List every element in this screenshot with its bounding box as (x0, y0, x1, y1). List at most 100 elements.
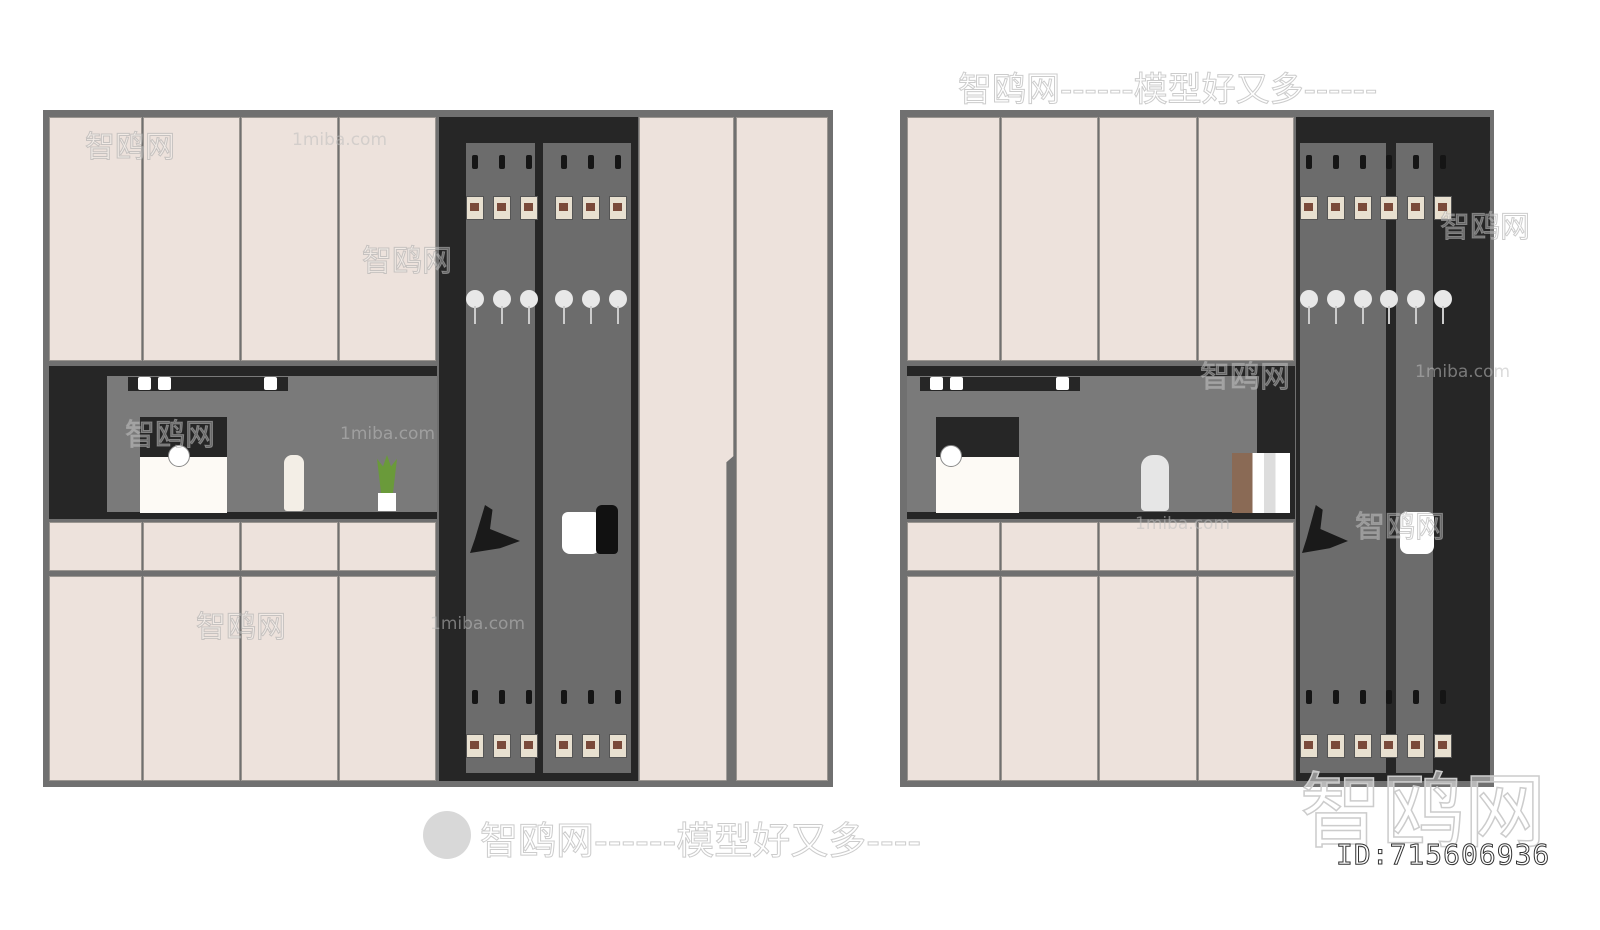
wine-glass-stem (590, 306, 592, 324)
watermark-site: 1miba.com (1415, 362, 1511, 382)
wine-bottle (1380, 734, 1398, 758)
watermark: 智鸥网 (196, 610, 287, 646)
wine-bottle (609, 734, 627, 758)
wine-glass (555, 290, 573, 308)
wine-bottle-cork (615, 690, 621, 704)
wine-glass-stem (1388, 306, 1390, 324)
wine-bottle-cork (561, 155, 567, 169)
wine-bottle-cork (526, 690, 532, 704)
wine-glass (1327, 290, 1345, 308)
wine-glass (1407, 290, 1425, 308)
upper-door (1198, 117, 1294, 361)
wine-bottle (1380, 196, 1398, 220)
wine-glass-stem (474, 306, 476, 324)
vase (596, 505, 618, 554)
potted-plant (374, 455, 400, 512)
wine-bottle (582, 734, 600, 758)
wine-bottle (466, 734, 484, 758)
wine-bottle (555, 196, 573, 220)
socket-icon (158, 377, 171, 390)
vase (562, 512, 600, 554)
wine-bottle (1300, 734, 1318, 758)
wine-bottle-cork (561, 690, 567, 704)
wine-glass-stem (1415, 306, 1417, 324)
wine-bottle-cork (615, 155, 621, 169)
watermark: 智鸥网 (85, 130, 176, 166)
tall-door (639, 117, 734, 781)
drawer (1198, 522, 1294, 571)
wine-bottle (466, 196, 484, 220)
watermark: 智鸥网 (362, 244, 453, 280)
wine-bottle (1354, 734, 1372, 758)
wine-glass (1300, 290, 1318, 308)
drawer (339, 522, 436, 571)
wine-glass-stem (1335, 306, 1337, 324)
wine-glass-stem (501, 306, 503, 324)
watermark-site: 1miba.com (292, 130, 388, 150)
watermark: 智鸥网 (1355, 510, 1446, 546)
wine-glass-stem (528, 306, 530, 324)
wine-bottle (520, 734, 538, 758)
wine-bottle (609, 196, 627, 220)
wine-glass (1380, 290, 1398, 308)
wine-glass (466, 290, 484, 308)
wine-bottle-cork (1440, 690, 1446, 704)
glass-pane (1300, 143, 1386, 773)
wine-glass (1434, 290, 1452, 308)
wine-glass (582, 290, 600, 308)
drawer (907, 522, 1000, 571)
lower-door (1198, 576, 1294, 781)
wine-bottle-cork (472, 690, 478, 704)
lower-door (907, 576, 1000, 781)
socket-icon (950, 377, 963, 390)
wine-bottle-cork (526, 155, 532, 169)
wine-bottle (1327, 734, 1345, 758)
wine-bottle (1354, 196, 1372, 220)
watermark: 智鸥网------模型好又多------ (957, 70, 1378, 111)
glass-pane (1396, 143, 1433, 773)
wine-bottle-cork (472, 155, 478, 169)
wine-glass (609, 290, 627, 308)
wine-bottle-cork (1440, 155, 1446, 169)
drawer (1099, 522, 1197, 571)
wine-bottle-cork (1360, 155, 1366, 169)
wine-bottle-cork (1333, 690, 1339, 704)
wine-bottle-cork (588, 690, 594, 704)
watermark-large: 智鸥网 (1299, 764, 1547, 861)
socket-icon (138, 377, 151, 390)
wine-bottle (1434, 196, 1452, 220)
wine-bottle (520, 196, 538, 220)
glass-pane (543, 143, 631, 773)
wine-bottle (1300, 196, 1318, 220)
lower-door (49, 576, 142, 781)
wine-glass-stem (563, 306, 565, 324)
wine-bottle (555, 734, 573, 758)
wine-bottle (493, 734, 511, 758)
wine-bottle-cork (1306, 155, 1312, 169)
glass-pane (466, 143, 535, 773)
wine-bottle-cork (499, 690, 505, 704)
wine-glass (1354, 290, 1372, 308)
astronaut-figurine (1141, 455, 1169, 511)
coffee-machine (936, 417, 1019, 513)
drawer (143, 522, 240, 571)
wine-glass-stem (617, 306, 619, 324)
books (1232, 453, 1290, 513)
wine-glass (520, 290, 538, 308)
watermark-site: 1miba.com (430, 614, 526, 634)
upper-door (143, 117, 240, 361)
upper-door (907, 117, 1000, 361)
wine-bottle (493, 196, 511, 220)
coffee-machine (140, 417, 227, 513)
wine-bottle-cork (1386, 155, 1392, 169)
logo-icon (423, 811, 471, 859)
lower-door (143, 576, 240, 781)
lower-door (1099, 576, 1197, 781)
watermark: 智鸥网 (1440, 210, 1531, 246)
wine-bottle (1434, 734, 1452, 758)
wine-bottle-cork (1360, 690, 1366, 704)
watermark-main: 智鸥网------模型好又多---- (479, 819, 922, 864)
watermark: 智鸥网 (1200, 360, 1291, 396)
tall-door (736, 117, 828, 781)
wine-bottle-cork (588, 155, 594, 169)
